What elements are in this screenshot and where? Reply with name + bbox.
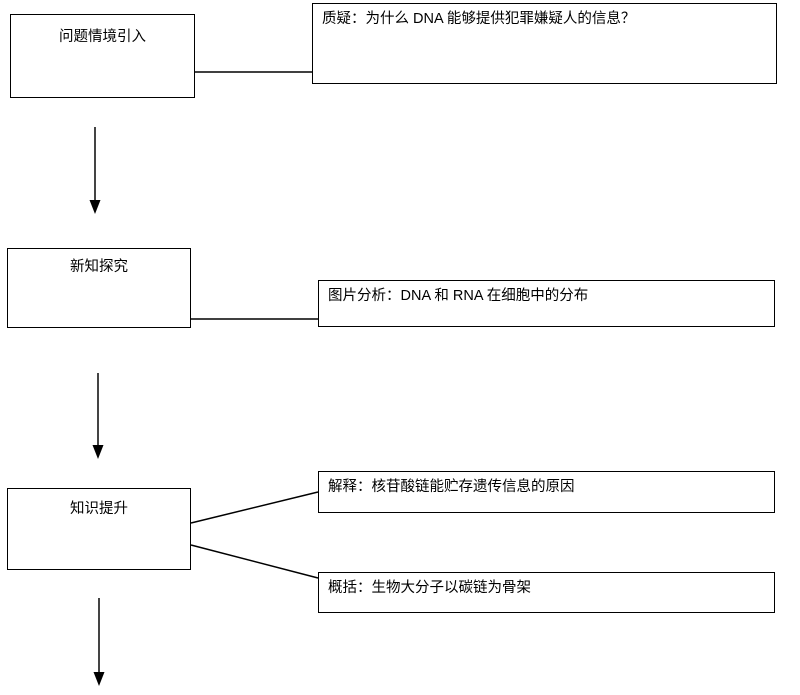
detail-box-explanation: 解释：核苷酸链能贮存遗传信息的原因: [318, 471, 775, 513]
detail-box-summary: 概括：生物大分子以碳链为骨架: [318, 572, 775, 613]
detail-box-image-analysis: 图片分析：DNA 和 RNA 在细胞中的分布: [318, 280, 775, 327]
down-arrow-1: [89, 127, 101, 214]
stage-box-label: 新知探究: [70, 259, 128, 275]
stage-box-label: 问题情境引入: [59, 29, 146, 45]
detail-box-question: 质疑：为什么 DNA 能够提供犯罪嫌疑人的信息？: [312, 3, 777, 84]
down-arrow-2: [92, 373, 104, 459]
detail-box-label: 解释：核苷酸链能贮存遗传信息的原因: [328, 479, 575, 495]
detail-box-label: 图片分析：DNA 和 RNA 在细胞中的分布: [328, 288, 589, 304]
stage-box-new-knowledge: 新知探究: [7, 248, 191, 328]
connector-line-improve-summary: [190, 544, 319, 579]
stage-box-problem-intro: 问题情境引入: [10, 14, 195, 98]
connector-line-improve-explain: [190, 491, 319, 524]
stage-box-label: 知识提升: [70, 501, 128, 517]
down-arrow-3: [93, 598, 105, 686]
detail-box-label: 质疑：为什么 DNA 能够提供犯罪嫌疑人的信息？: [322, 11, 636, 27]
stage-box-knowledge-improve: 知识提升: [7, 488, 191, 570]
detail-box-label: 概括：生物大分子以碳链为骨架: [328, 580, 531, 596]
